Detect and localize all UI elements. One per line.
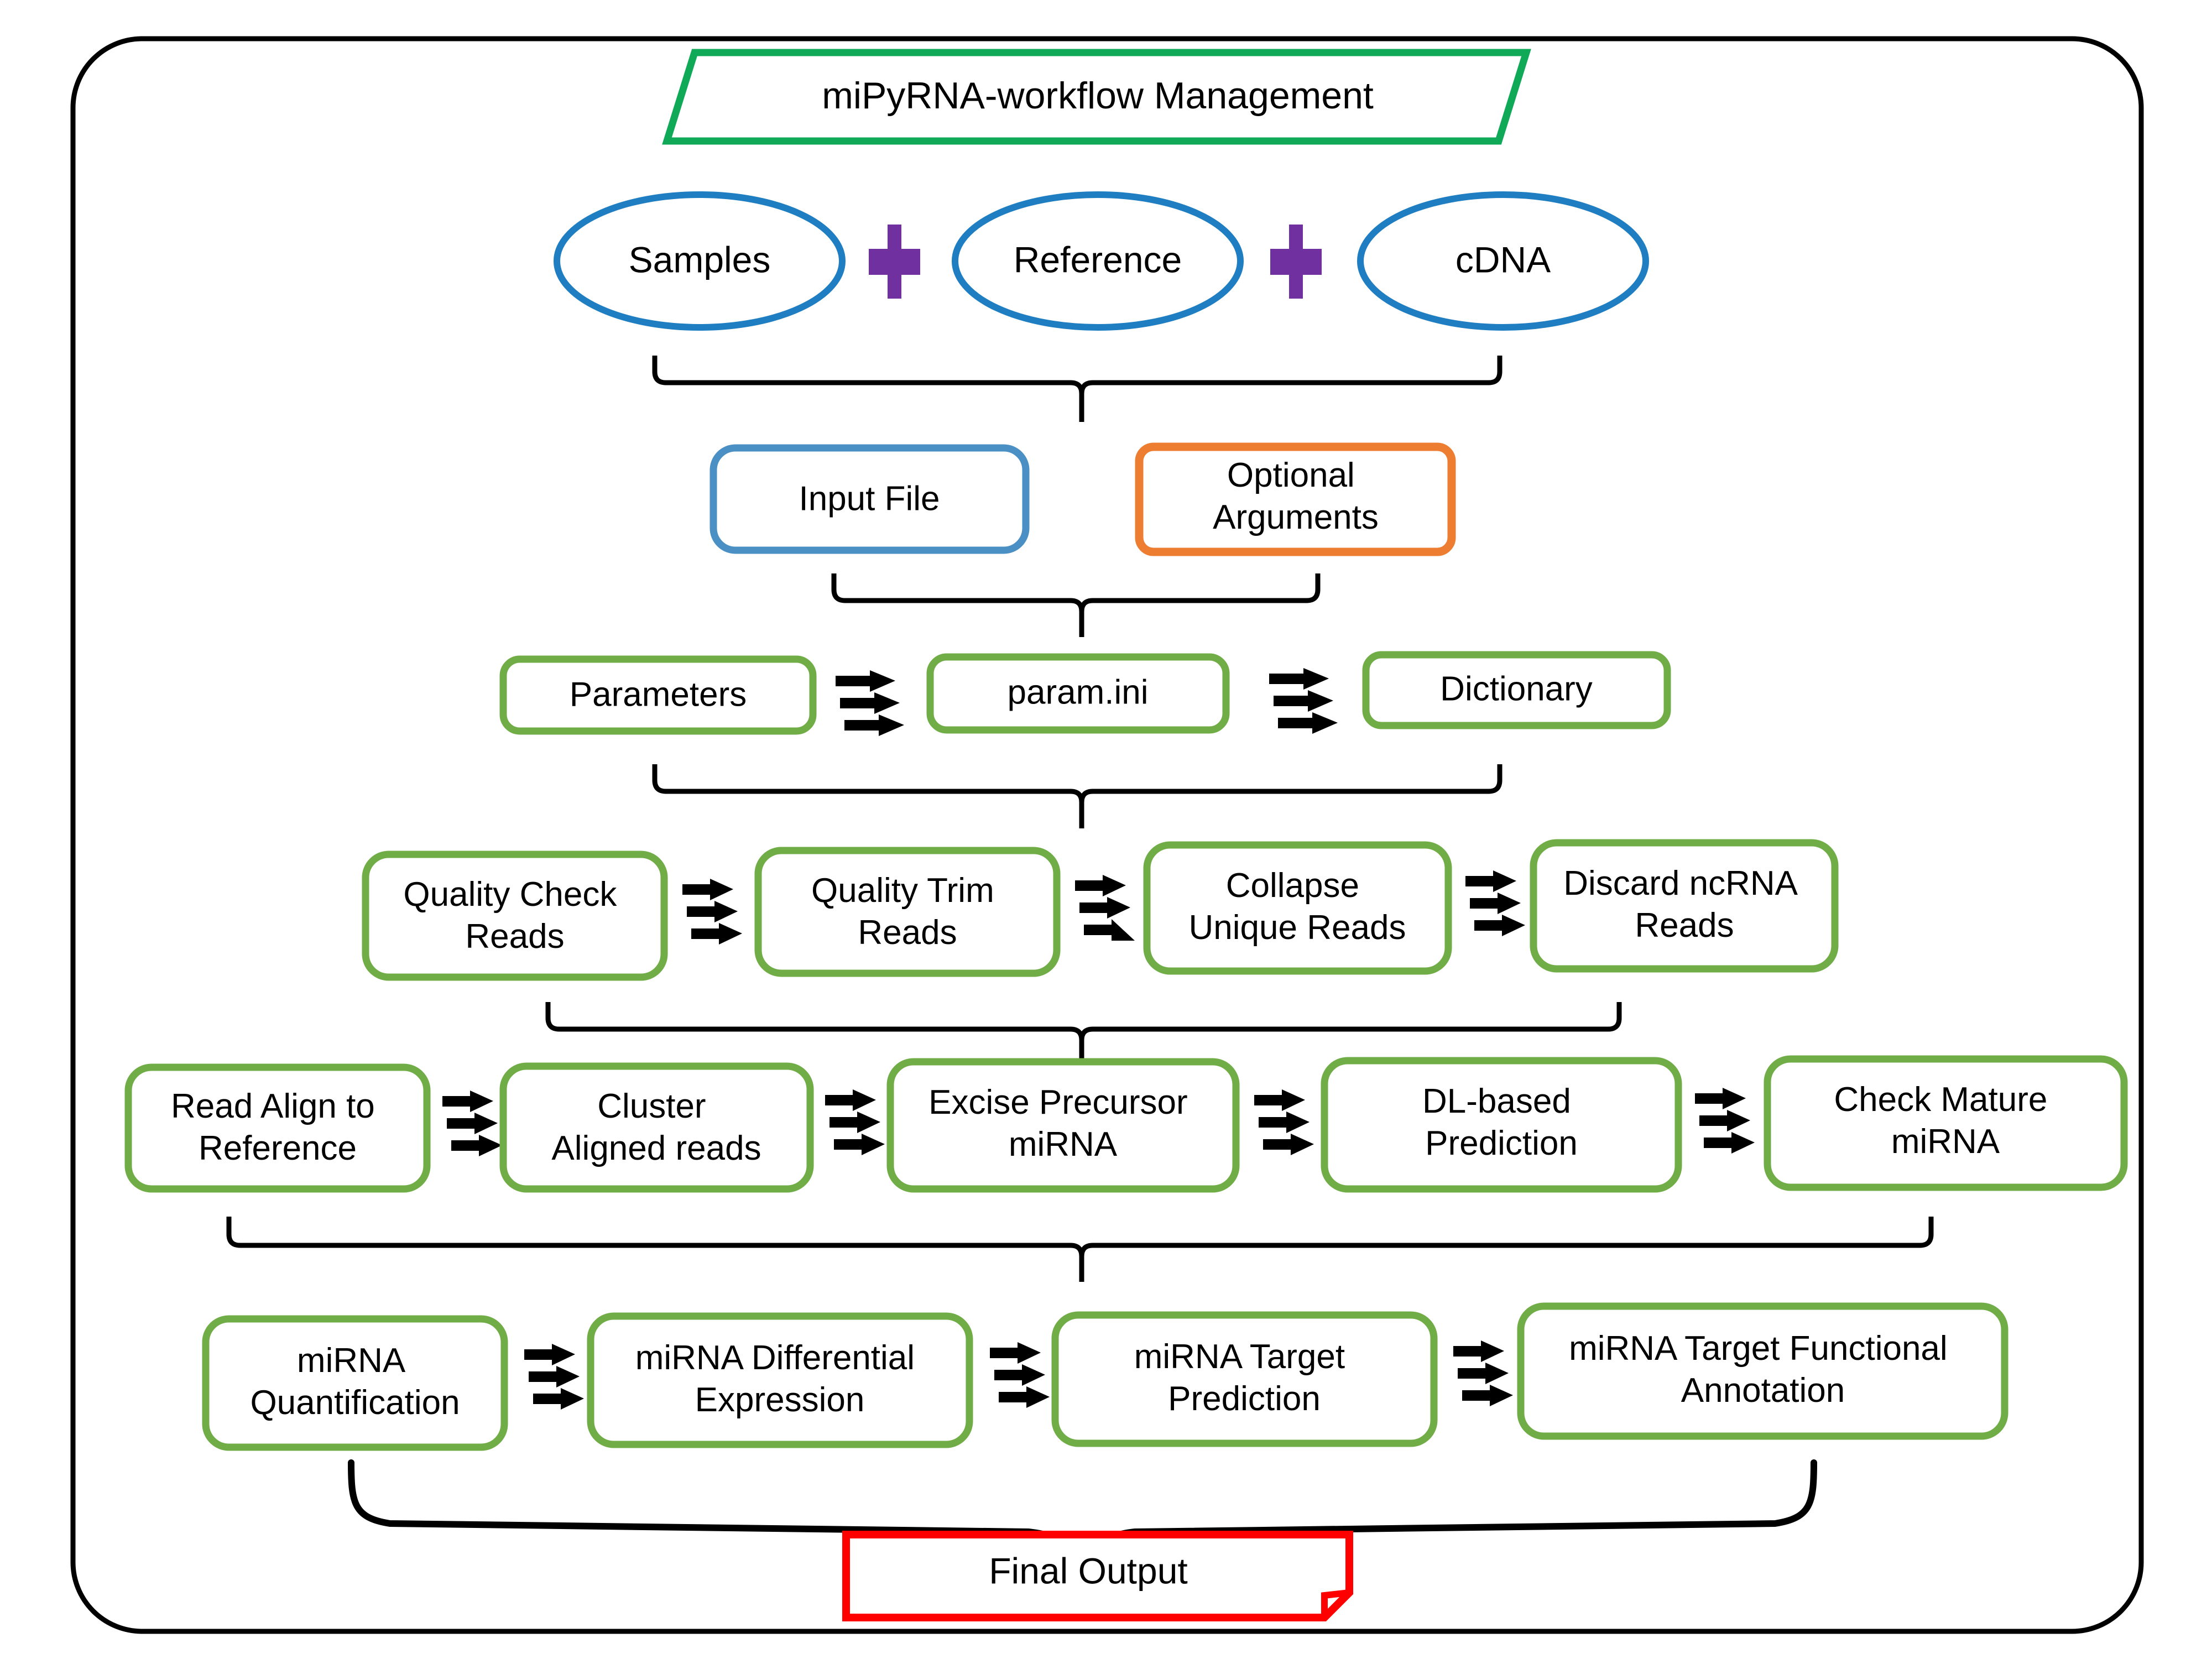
step-box-quality-check-reads[interactable] xyxy=(362,851,668,981)
outer-frame xyxy=(70,36,2144,1634)
step-line-1: Collapse xyxy=(1226,867,1359,905)
plus-sign-icon xyxy=(869,225,920,299)
step-box-mirna-target-prediction-label: miRNA Target Prediction xyxy=(1134,1338,1355,1418)
brace-connector-discovery xyxy=(226,1217,1934,1282)
step-line-2: Annotation xyxy=(1681,1371,1845,1410)
triple-arrow-icon xyxy=(1075,875,1135,941)
step-box-mirna-target-prediction[interactable] xyxy=(1051,1311,1438,1447)
step-box-discard-ncrna-reads[interactable] xyxy=(1530,839,1839,973)
step-line-2: Reads xyxy=(465,917,564,956)
step-line-2: Reference xyxy=(199,1129,357,1167)
final-output-fold-icon xyxy=(1321,1589,1350,1618)
triple-arrow-icon xyxy=(682,879,742,945)
step-box-cluster-aligned-reads[interactable] xyxy=(499,1062,814,1193)
step-line-1: Check Mature xyxy=(1834,1081,2047,1119)
step-box-parameters[interactable] xyxy=(499,655,817,735)
input-file-label: Input File xyxy=(799,479,940,518)
step-line-2: Aligned reads xyxy=(551,1129,761,1167)
step-line-1: miRNA xyxy=(297,1342,406,1380)
title-parallelogram xyxy=(662,49,1531,145)
step-line-1: miRNA Target xyxy=(1134,1338,1345,1376)
step-box-mirna-target-functional-annotation-label: miRNA Target Functional Annotation xyxy=(1569,1329,1957,1410)
step-line-1: Quality Trim xyxy=(811,872,994,910)
step-box-excise-precursor-mirna-label: Excise Precursor miRNA xyxy=(928,1083,1197,1164)
step-line-2: Unique Reads xyxy=(1189,909,1406,947)
step-box-dictionary-label: Dictionary xyxy=(1440,670,1593,708)
triple-arrow-icon xyxy=(1465,870,1525,936)
triple-arrow-icon xyxy=(836,670,904,736)
input-ellipse-cdna-label: cDNA xyxy=(1455,239,1551,280)
step-box-read-align-to-reference[interactable] xyxy=(124,1063,431,1193)
step-line-1: Discard ncRNA xyxy=(1563,864,1798,902)
step-line-1: DL-based xyxy=(1422,1082,1571,1120)
step-line-1: miRNA Differential xyxy=(635,1339,915,1377)
input-file-box[interactable] xyxy=(709,444,1030,554)
step-box-mirna-quantification-label: miRNA Quantification xyxy=(250,1342,460,1422)
triple-arrow-icon xyxy=(1453,1340,1513,1406)
step-box-quality-check-reads-label: Quality Check Reads xyxy=(403,875,626,956)
step-line-2: Quantification xyxy=(250,1384,460,1422)
triple-arrow-icon xyxy=(825,1089,885,1155)
step-box-dl-based-prediction[interactable] xyxy=(1321,1057,1682,1193)
triple-arrow-icon xyxy=(1254,1089,1314,1155)
triple-arrow-icon xyxy=(442,1091,502,1156)
step-line-1: Quality Check xyxy=(403,875,617,914)
step-box-param-ini-label: param.ini xyxy=(1008,673,1149,711)
step-box-dl-based-prediction-label: DL-based Prediction xyxy=(1422,1082,1580,1162)
step-box-mirna-target-functional-annotation[interactable] xyxy=(1517,1302,2008,1440)
brace-connector-params xyxy=(652,764,1503,828)
step-line-2: Expression xyxy=(695,1381,865,1419)
step-box-mirna-differential-expression-label: miRNA Differential Expression xyxy=(635,1339,925,1419)
final-output-box[interactable] xyxy=(842,1531,1353,1621)
step-line-1: Read Align to xyxy=(171,1087,375,1125)
triple-arrow-icon xyxy=(524,1344,584,1410)
step-box-mirna-quantification[interactable] xyxy=(202,1315,508,1451)
input-ellipse-samples-label: Samples xyxy=(629,239,771,280)
step-box-mirna-differential-expression[interactable] xyxy=(587,1312,973,1448)
step-box-collapse-unique-reads-label: Collapse Unique Reads xyxy=(1189,867,1406,947)
triple-arrow-icon xyxy=(1269,668,1338,734)
step-box-cluster-aligned-reads-label: Cluster Aligned reads xyxy=(551,1087,761,1167)
step-box-param-ini[interactable] xyxy=(926,653,1230,734)
step-line-2: Reads xyxy=(1635,906,1734,945)
step-box-discard-ncrna-reads-label: Discard ncRNA Reads xyxy=(1563,864,1806,945)
step-line-2: miRNA xyxy=(1891,1123,2000,1161)
step-box-dictionary[interactable] xyxy=(1362,651,1671,729)
step-line-2: Reads xyxy=(858,914,957,952)
step-box-parameters-label: Parameters xyxy=(570,675,747,713)
step-box-excise-precursor-mirna[interactable] xyxy=(886,1058,1240,1193)
optional-arguments-box[interactable] xyxy=(1135,442,1456,556)
optional-arguments-label: Optional Arguments xyxy=(1213,456,1379,536)
step-line-1: miRNA Target Functional xyxy=(1569,1329,1948,1368)
step-line-1: Excise Precursor xyxy=(928,1083,1188,1121)
plus-sign-icon xyxy=(1270,225,1322,299)
brace-connector-preprocess xyxy=(545,1002,1622,1065)
brace-connector-io xyxy=(831,573,1321,637)
optional-arguments-line-1: Optional xyxy=(1227,456,1355,494)
input-ellipse-cdna[interactable] xyxy=(1357,191,1649,331)
input-ellipse-samples[interactable] xyxy=(554,191,846,331)
triple-arrow-icon xyxy=(1695,1088,1755,1154)
step-line-2: miRNA xyxy=(1009,1125,1118,1164)
step-box-check-mature-mirna[interactable] xyxy=(1764,1055,2128,1191)
step-box-quality-trim-reads-label: Quality Trim Reads xyxy=(811,872,1004,952)
optional-arguments-line-2: Arguments xyxy=(1213,498,1379,536)
step-box-collapse-unique-reads[interactable] xyxy=(1143,841,1452,975)
input-ellipse-reference[interactable] xyxy=(952,191,1244,331)
triple-arrow-icon xyxy=(990,1342,1050,1408)
page-title: miPyRNA-workflow Management xyxy=(822,75,1374,117)
step-box-read-align-to-reference-label: Read Align to Reference xyxy=(171,1087,384,1167)
brace-connector-inputs xyxy=(652,356,1503,422)
final-output-label: Final Output xyxy=(989,1550,1188,1591)
step-line-1: Cluster xyxy=(597,1087,706,1125)
step-box-check-mature-mirna-label: Check Mature miRNA xyxy=(1834,1081,2057,1161)
input-ellipse-reference-label: Reference xyxy=(1014,239,1182,280)
step-line-2: Prediction xyxy=(1168,1380,1321,1418)
step-box-quality-trim-reads[interactable] xyxy=(754,847,1061,977)
step-line-2: Prediction xyxy=(1425,1124,1578,1162)
